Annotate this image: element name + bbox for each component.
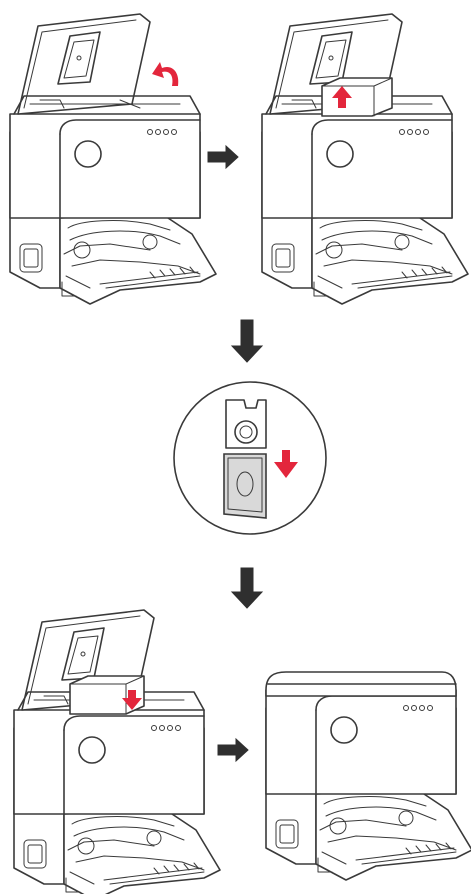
- step-remove-bag: [262, 14, 468, 304]
- step-insert-bag: [14, 610, 220, 894]
- right-arrow-icon: [208, 146, 238, 168]
- step-close-lid: [266, 672, 471, 880]
- right-arrow-icon: [218, 739, 248, 761]
- down-arrow-icon: [274, 450, 298, 478]
- step-insert-bag-detail: [174, 382, 326, 534]
- down-arrow-icon: [232, 568, 262, 608]
- curved-arrow-icon: [152, 62, 178, 86]
- step-open-lid: [10, 14, 216, 304]
- down-arrow-icon: [232, 320, 262, 362]
